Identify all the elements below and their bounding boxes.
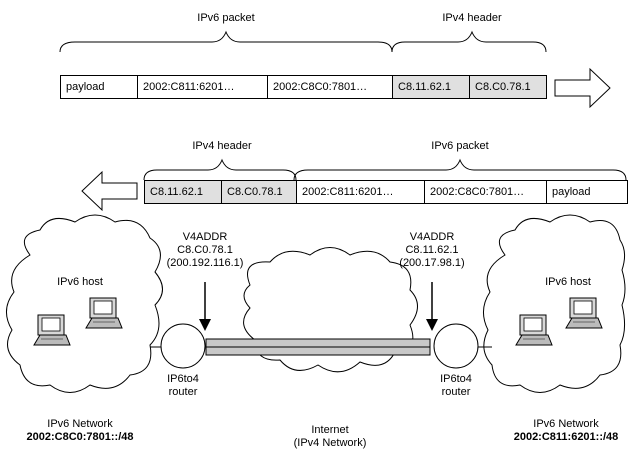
left-v4addr-hex: C8.C0.78.1 <box>177 244 233 257</box>
left-6to4-router <box>161 324 205 368</box>
brace-bottom-ipv6 <box>294 160 626 180</box>
right-6to4-router <box>434 324 478 368</box>
right-router-label-line1: IP6to4 <box>440 373 472 386</box>
right-v4addr-hex: C8.11.62.1 <box>405 244 458 257</box>
left-router-label-line1: IP6to4 <box>167 373 199 386</box>
right-ipv6-host-label: IPv6 host <box>545 276 591 289</box>
bottom-ipv6-packet-label: IPv6 packet <box>431 140 488 153</box>
internet-subtitle: (IPv4 Network) <box>294 437 367 450</box>
internet-title: Internet <box>311 424 348 437</box>
top-cell-ipv4-dst: C8.11.62.1 <box>393 76 470 98</box>
right-router-label-line2: router <box>442 386 471 399</box>
top-ipv4-header-label: IPv4 header <box>442 12 501 25</box>
top-cell-ipv6-dst: 2002:C811:6201… <box>138 76 268 98</box>
bottom-cell-ipv4-src: C8.C0.78.1 <box>222 181 297 203</box>
bottom-cell-payload: payload <box>547 181 627 203</box>
left-ipv6-cloud <box>6 215 162 393</box>
left-network-title: IPv6 Network <box>47 418 112 431</box>
arrow-left <box>82 172 137 210</box>
right-addr-arrowhead <box>426 319 438 331</box>
top-cell-ipv4-src: C8.C0.78.1 <box>470 76 546 98</box>
brace-bottom-ipv4 <box>144 160 296 180</box>
right-v4addr-decimal: (200.17.98.1) <box>399 257 464 270</box>
top-ipv6-packet-label: IPv6 packet <box>197 12 254 25</box>
brace-top-ipv4 <box>392 32 546 52</box>
brace-top-ipv6 <box>60 32 392 52</box>
bottom-ipv4-header-label: IPv4 header <box>192 140 251 153</box>
right-v4addr-title: V4ADDR <box>410 231 455 244</box>
left-addr-arrowhead <box>199 319 211 331</box>
top-cell-ipv6-src: 2002:C8C0:7801… <box>268 76 393 98</box>
right-network-title: IPv6 Network <box>533 418 598 431</box>
bottom-cell-ipv6-src: 2002:C8C0:7801… <box>425 181 547 203</box>
bottom-packet-row: C8.11.62.1 C8.C0.78.1 2002:C811:6201… 20… <box>144 180 628 204</box>
top-cell-payload: payload <box>61 76 138 98</box>
left-ipv6-host-label: IPv6 host <box>57 276 103 289</box>
left-v4addr-title: V4ADDR <box>183 231 228 244</box>
left-v4addr-decimal: (200.192.116.1) <box>167 257 244 270</box>
arrow-right <box>555 69 610 107</box>
left-router-label-line2: router <box>169 386 198 399</box>
bottom-cell-ipv6-dst: 2002:C811:6201… <box>297 181 425 203</box>
right-network-prefix: 2002:C811:6201::/48 <box>514 431 619 444</box>
top-packet-row: payload 2002:C811:6201… 2002:C8C0:7801… … <box>60 75 547 99</box>
bottom-cell-ipv4-dst: C8.11.62.1 <box>145 181 222 203</box>
right-ipv6-cloud <box>483 215 625 393</box>
left-network-prefix: 2002:C8C0:7801::/48 <box>26 431 133 444</box>
